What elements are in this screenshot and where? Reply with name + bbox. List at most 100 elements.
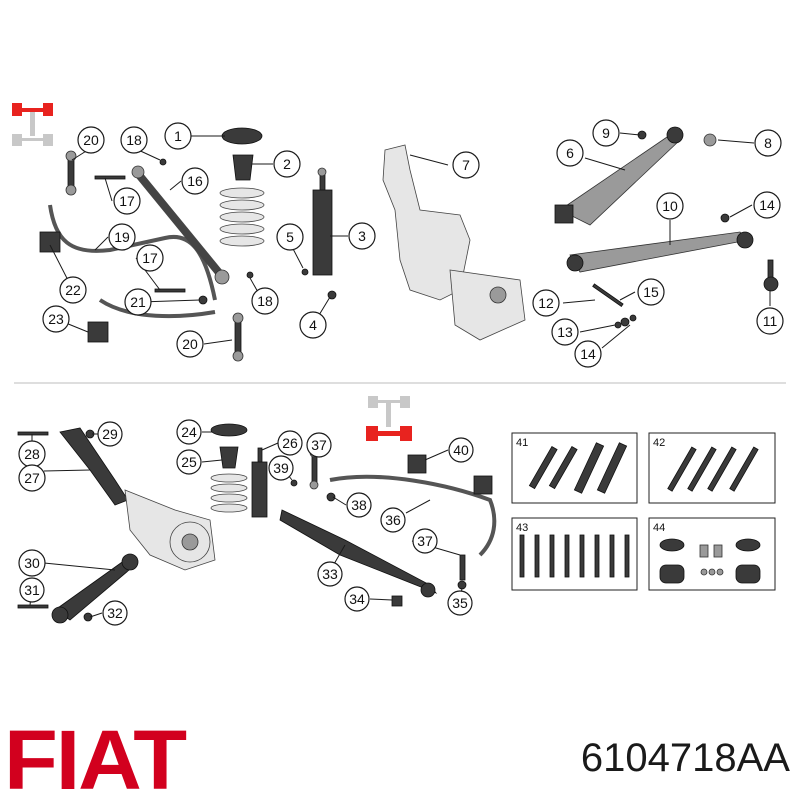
callout-13: 13 <box>551 318 579 346</box>
callout-28: 28 <box>18 440 46 468</box>
svg-text:8: 8 <box>764 135 772 151</box>
svg-text:41: 41 <box>516 437 528 449</box>
callout-22: 22 <box>59 276 87 304</box>
svg-text:43: 43 <box>516 522 528 534</box>
kit-44: 44 <box>648 517 776 591</box>
callout-20a: 20 <box>77 126 105 154</box>
svg-text:18: 18 <box>126 132 142 148</box>
kit-42: 42 <box>648 432 776 504</box>
suspension-exploded-diagram: 20 18 1 16 2 17 19 17 5 3 22 21 18 23 4 … <box>12 103 786 626</box>
svg-text:6: 6 <box>566 145 574 161</box>
callout-19: 19 <box>108 223 136 251</box>
svg-text:4: 4 <box>309 317 317 333</box>
svg-text:30: 30 <box>24 555 40 571</box>
svg-text:37: 37 <box>417 533 433 549</box>
callout-37a: 37 <box>306 432 332 458</box>
callout-30: 30 <box>18 549 46 577</box>
svg-text:42: 42 <box>653 437 665 449</box>
svg-text:7: 7 <box>462 157 470 173</box>
svg-text:32: 32 <box>107 605 123 621</box>
callout-10: 10 <box>656 192 684 220</box>
callout-26: 26 <box>277 430 303 456</box>
svg-text:1: 1 <box>174 128 182 144</box>
callout-32: 32 <box>102 600 128 626</box>
callout-16: 16 <box>181 167 209 195</box>
callout-37b: 37 <box>412 528 438 554</box>
rear-callouts: 28 29 24 26 37 40 27 25 39 38 36 30 37 3… <box>18 419 474 626</box>
svg-text:33: 33 <box>322 566 338 582</box>
callout-18b: 18 <box>251 287 279 315</box>
callout-39: 39 <box>268 455 294 481</box>
callout-12: 12 <box>532 289 560 317</box>
callout-17b: 17 <box>136 244 164 272</box>
rear-parts <box>17 423 497 624</box>
svg-text:12: 12 <box>538 295 554 311</box>
callout-27: 27 <box>18 464 46 492</box>
svg-text:40: 40 <box>453 442 469 458</box>
callout-9: 9 <box>592 119 620 147</box>
svg-text:3: 3 <box>358 228 366 244</box>
callout-1: 1 <box>164 122 192 150</box>
kit-43: 43 <box>511 517 638 591</box>
callout-6: 6 <box>556 139 584 167</box>
callout-7: 7 <box>452 151 480 179</box>
svg-text:5: 5 <box>286 229 294 245</box>
callout-36: 36 <box>380 507 406 533</box>
svg-text:10: 10 <box>662 198 678 214</box>
callout-31: 31 <box>19 577 45 603</box>
svg-text:20: 20 <box>83 132 99 148</box>
svg-text:13: 13 <box>557 324 573 340</box>
callout-23: 23 <box>42 305 70 333</box>
callout-2: 2 <box>273 150 301 178</box>
callout-38: 38 <box>346 492 372 518</box>
callout-20b: 20 <box>176 330 204 358</box>
svg-text:21: 21 <box>130 294 146 310</box>
callout-4: 4 <box>299 311 327 339</box>
svg-text:37: 37 <box>311 437 327 453</box>
svg-text:18: 18 <box>257 293 273 309</box>
front-axle-icon <box>12 103 53 146</box>
svg-text:15: 15 <box>643 284 659 300</box>
svg-text:14: 14 <box>759 197 775 213</box>
part-number: 6104718AA <box>580 736 790 780</box>
svg-text:22: 22 <box>65 282 81 298</box>
svg-text:26: 26 <box>282 435 298 451</box>
callout-17a: 17 <box>113 187 141 215</box>
callout-29: 29 <box>97 421 123 447</box>
svg-text:16: 16 <box>187 173 203 189</box>
rear-axle-icon <box>366 396 412 441</box>
callout-40: 40 <box>448 437 474 463</box>
svg-text:9: 9 <box>602 125 610 141</box>
svg-text:20: 20 <box>182 336 198 352</box>
svg-text:2: 2 <box>283 156 291 172</box>
svg-text:19: 19 <box>114 229 130 245</box>
callout-21: 21 <box>124 288 152 316</box>
callout-18a: 18 <box>120 126 148 154</box>
svg-text:17: 17 <box>119 193 135 209</box>
callout-8: 8 <box>754 129 782 157</box>
brand-logo: FIAT <box>4 713 187 807</box>
callout-24: 24 <box>176 419 202 445</box>
svg-text:38: 38 <box>351 497 367 513</box>
svg-text:39: 39 <box>273 460 289 476</box>
svg-text:23: 23 <box>48 311 64 327</box>
svg-text:29: 29 <box>102 426 118 442</box>
callout-15: 15 <box>637 278 665 306</box>
callout-14a: 14 <box>753 191 781 219</box>
svg-text:28: 28 <box>24 446 40 462</box>
svg-text:27: 27 <box>24 470 40 486</box>
svg-text:35: 35 <box>452 595 468 611</box>
callout-3: 3 <box>348 222 376 250</box>
kit-41: 41 <box>511 432 638 504</box>
svg-text:34: 34 <box>349 591 365 607</box>
svg-text:44: 44 <box>653 522 665 534</box>
svg-text:17: 17 <box>142 250 158 266</box>
callout-35: 35 <box>447 590 473 616</box>
svg-text:25: 25 <box>181 454 197 470</box>
front-parts <box>39 126 779 362</box>
svg-text:36: 36 <box>385 512 401 528</box>
callout-5: 5 <box>276 223 304 251</box>
front-callouts: 20 18 1 16 2 17 19 17 5 3 22 21 18 23 4 … <box>42 119 784 368</box>
svg-text:24: 24 <box>181 424 197 440</box>
svg-text:11: 11 <box>763 313 778 329</box>
